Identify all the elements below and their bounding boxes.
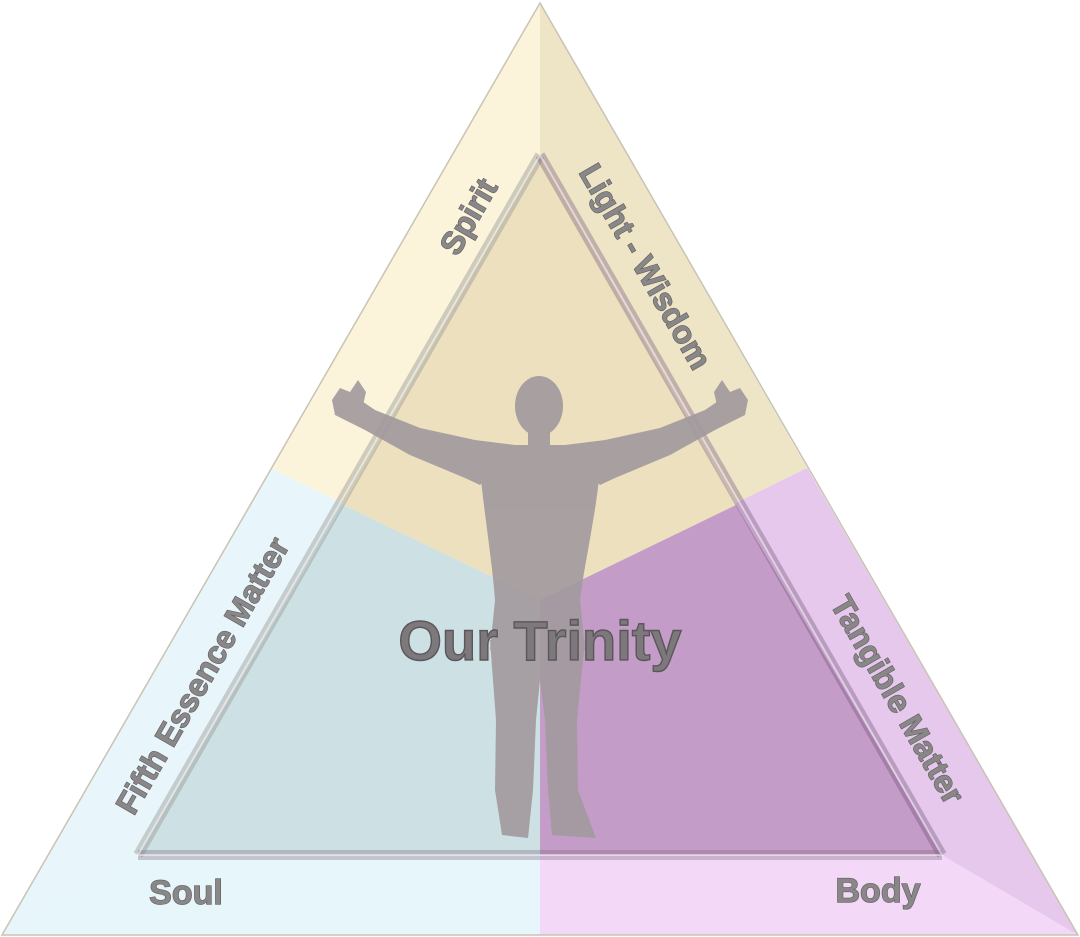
body-inner-zone — [540, 505, 942, 855]
body-label: Body — [836, 872, 921, 910]
diagram-title: Our Trinity — [398, 609, 681, 672]
inner-triangle — [133, 152, 947, 860]
inner-triangle-outline — [136, 152, 944, 856]
soul-label: Soul — [149, 874, 223, 912]
bevel-bottom — [2, 855, 1078, 935]
human-figure-icon — [332, 376, 748, 838]
soul-inner-zone — [138, 505, 540, 855]
